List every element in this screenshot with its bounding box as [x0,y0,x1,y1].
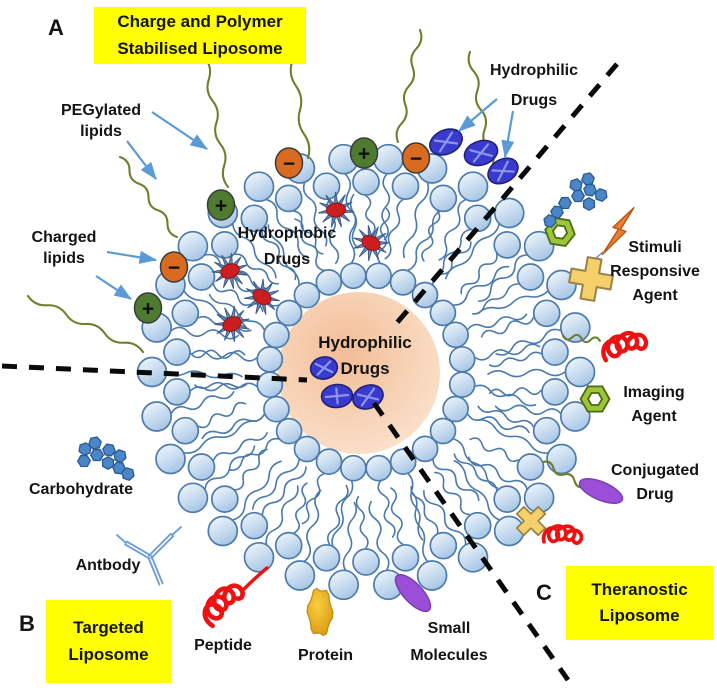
protein-icon [306,587,334,637]
peg-chain-icon [395,28,423,144]
charged-lipid-negative-icon: − [401,142,431,174]
hydrophobic-drug-icon [353,225,390,261]
label-conjugated-drug: Conjugated Drug [611,462,699,503]
charged-lipid-positive-icon: + [206,189,236,221]
peg-chain-icon [561,333,602,344]
section-a-box: Charge and Polymer Stabilised Liposome [94,7,306,64]
peptide-icon [241,566,269,592]
peg-chain-icon [541,460,587,489]
charged-lipid-positive-icon: + [349,137,379,169]
pointer-arrow [151,111,208,150]
label-peptide: Peptide [194,637,252,654]
lipid-heads [136,143,596,601]
label-small-molecules: Small Molecules [410,620,488,665]
charged-lipid-negative-icon: − [159,251,189,283]
section-c-letter: C [536,580,552,605]
svg-text:+: + [358,143,370,166]
peg-chain-icon [26,294,145,354]
hydrophilic-drug-icon [429,128,463,156]
label-hydrophobic-drugs: Hydrophobic Drugs [237,225,337,268]
charged-lipid-negative-icon: − [274,147,304,179]
pointer-arrows [95,98,515,300]
label-hydrophilic-drugs-top: Hydrophilic Drugs [489,62,578,109]
peptide-icon [202,583,245,629]
small-molecule-icon [394,573,432,613]
decorations: +++−−− [26,12,649,637]
svg-text:+: + [142,298,154,321]
pointer-arrow [501,110,515,159]
label-carbohydrate: Carbohydrate [28,481,134,498]
svg-text:−: − [410,148,422,171]
lipid-tails [166,173,566,571]
pointer-arrow [458,98,498,132]
pointer-arrow [95,275,132,300]
hydrophilic-drug-icon [309,356,339,380]
label-charged-lipids: Charged lipids [31,229,97,267]
hydrophobic-drug-icon [211,252,248,289]
charged-lipid-positive-icon: + [133,292,163,324]
imaging-agent-icon [579,385,611,413]
label-protein: Protein [297,647,354,664]
stimuli-cross-icon [568,256,614,302]
carbohydrate-icon [543,172,608,228]
hydrophobic-drug-icon [213,306,250,342]
svg-text:−: − [283,153,295,176]
peptide-icon [601,330,649,363]
hydrophilic-drug-icon [487,157,519,185]
lightning-icon [601,207,635,256]
pointer-arrow [106,250,158,264]
label-stimuli-responsive-agent: Stimuli Responsive Agent [610,239,700,304]
section-a-letter: A [48,15,64,40]
conjugated-drug-icon [578,478,624,504]
svg-text:−: − [168,257,180,280]
hydrophilic-drug-icon [463,139,499,167]
section-b-letter: B [19,611,35,636]
antibody-icon [116,526,182,586]
label-hydrophilic-drugs-core: Hydrophilic Drugs [318,333,412,378]
peptide-icon [541,524,584,545]
hydrophilic-drug-icon [320,383,354,409]
label-imaging-agent: Imaging Agent [623,384,685,425]
peg-chain-icon [118,155,179,239]
section-b-box: Targeted Liposome [46,600,171,683]
carbohydrate-icon [76,436,135,481]
svg-text:+: + [215,195,227,218]
hydrophobic-drug-icon [243,278,280,315]
label-antibody: Antbody [75,557,141,574]
cross-agent-icon [515,505,547,537]
liposome-core [278,292,440,454]
label-pegylated-lipids: PEGylated lipids [60,102,142,140]
pointer-arrow [126,140,157,180]
peg-chain-icon [203,56,230,189]
hydrophobic-drug-icon [318,191,355,228]
divider-dashed-line [1,62,619,682]
section-c-box: Theranostic Liposome [566,566,713,640]
